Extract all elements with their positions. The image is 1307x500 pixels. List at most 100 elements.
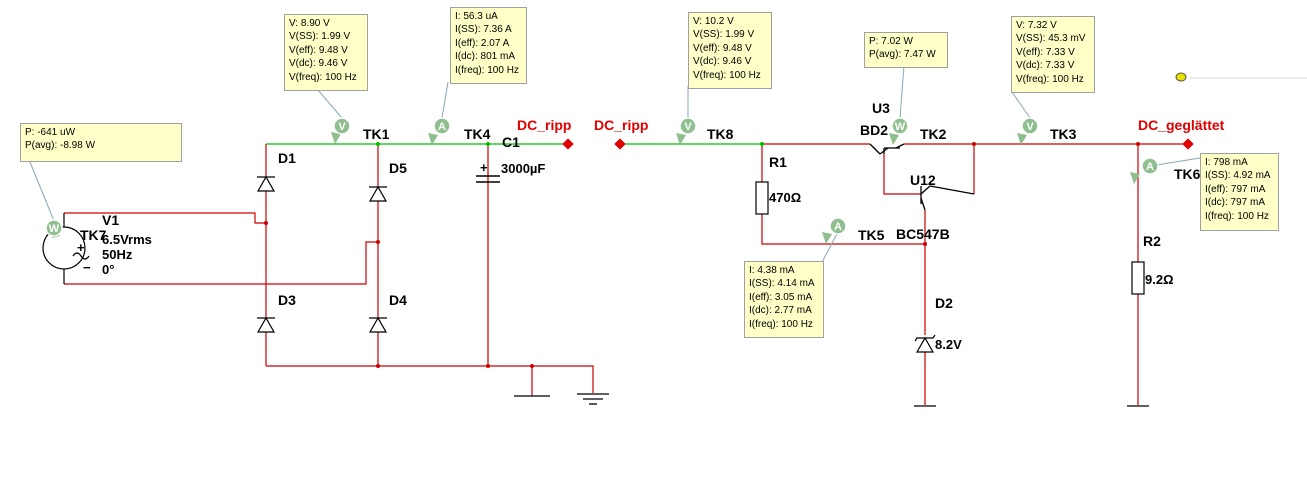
label-u3: U3 xyxy=(872,100,890,116)
probe-leaders xyxy=(29,65,1201,263)
probe-readout-tk7: P: -641 uW P(avg): -8.98 W xyxy=(20,123,182,162)
probe-line: I: 56.3 uA xyxy=(455,11,498,22)
resistor-r2-icon[interactable] xyxy=(1131,261,1145,295)
probe-line: P: -641 uW xyxy=(25,127,76,138)
probe-line: V(eff): 9.48 V xyxy=(289,44,348,56)
probe-line: I(freq): 100 Hz xyxy=(1205,210,1269,222)
probe-readout-u3: P: 7.02 W P(avg): 7.47 W xyxy=(864,32,948,68)
probe-line: I(SS): 4.92 mA xyxy=(1205,170,1271,182)
diode-d1-icon[interactable] xyxy=(256,175,276,192)
label-tk1: TK1 xyxy=(363,126,390,142)
svg-text:A: A xyxy=(834,221,842,233)
probe-line: I: 798 mA xyxy=(1205,157,1248,168)
probe-line: I(freq): 100 Hz xyxy=(455,64,519,76)
probe-line: V(dc): 7.33 V xyxy=(1016,60,1075,72)
svg-text:V: V xyxy=(338,121,346,133)
label-r1-value: 470Ω xyxy=(769,190,801,205)
probe-line: I(SS): 7.36 A xyxy=(455,24,512,36)
probe-readout-tk1: V: 8.90 V V(SS): 1.99 V V(eff): 9.48 V V… xyxy=(284,14,368,91)
label-bd2: BD2 xyxy=(860,122,888,138)
label-r1: R1 xyxy=(769,154,787,170)
probe-line: P: 7.02 W xyxy=(869,36,913,47)
net-label-dc-geglaettet: DC_geglättet xyxy=(1138,117,1225,133)
probe-a-tk5-icon[interactable]: A xyxy=(829,217,847,235)
svg-text:W: W xyxy=(49,223,60,235)
v1-plus-sign: + xyxy=(77,240,85,255)
label-tk4: TK4 xyxy=(464,126,491,142)
label-tk7: TK7 xyxy=(80,227,107,243)
label-d2-value: 8.2V xyxy=(935,337,962,352)
label-v1-phase: 0° xyxy=(102,262,114,277)
label-tk3: TK3 xyxy=(1050,126,1077,142)
probe-line: V(eff): 9.48 V xyxy=(693,42,752,54)
rectifier-wires xyxy=(64,143,594,396)
label-d1: D1 xyxy=(278,150,296,166)
label-d3: D3 xyxy=(278,292,296,308)
probe-w-u3-icon[interactable]: W xyxy=(891,117,909,135)
svg-text:A: A xyxy=(438,121,446,133)
diode-d5-icon[interactable] xyxy=(368,185,388,202)
junction-dots-right xyxy=(760,142,1140,246)
probe-line: V(SS): 45.3 mV xyxy=(1016,33,1086,45)
svg-text:V: V xyxy=(684,121,692,133)
probe-v-tk3-icon[interactable]: V xyxy=(1021,117,1039,135)
diode-d4-icon[interactable] xyxy=(368,316,388,333)
label-c1: C1 xyxy=(502,134,520,150)
label-v1-freq: 50Hz xyxy=(102,247,133,262)
probe-line: I(eff): 2.07 A xyxy=(455,37,510,49)
probe-line: P(avg): 7.47 W xyxy=(869,49,936,61)
probe-v-tk1-icon[interactable]: V xyxy=(333,117,351,135)
label-tk8: TK8 xyxy=(707,126,734,142)
probe-line: V(dc): 9.46 V xyxy=(693,56,752,68)
capacitor-c1-icon[interactable] xyxy=(476,175,500,183)
probe-line: I(SS): 4.14 mA xyxy=(749,278,815,290)
probe-line: I(eff): 3.05 mA xyxy=(749,291,813,303)
label-d2: D2 xyxy=(935,295,953,311)
probe-a-tk4-icon[interactable]: A xyxy=(433,117,451,135)
probe-line: V(freq): 100 Hz xyxy=(693,69,761,81)
diode-d3-icon[interactable] xyxy=(256,316,276,333)
label-u12: U12 xyxy=(910,172,936,188)
svg-text:V: V xyxy=(1026,121,1034,133)
probe-w-tk7-icon[interactable]: W xyxy=(45,219,63,237)
probe-line: V(eff): 7.33 V xyxy=(1016,46,1075,58)
transistor-bd2-icon[interactable] xyxy=(869,143,905,155)
probe-line: V: 8.90 V xyxy=(289,18,330,29)
probe-line: V(dc): 9.46 V xyxy=(289,58,348,70)
label-r2-value: 9.2Ω xyxy=(1145,272,1174,287)
zener-d2-icon[interactable] xyxy=(914,334,936,353)
label-v1-vrms: 6.5Vrms xyxy=(102,232,152,247)
net-label-dc-ripp-right: DC_ripp xyxy=(594,117,648,133)
probe-v-tk8-icon[interactable]: V xyxy=(679,117,697,135)
net-terminal-dots[interactable] xyxy=(562,138,1194,150)
label-d5: D5 xyxy=(389,160,407,176)
probe-readout-tk4: I: 56.3 uA I(SS): 7.36 A I(eff): 2.07 A … xyxy=(450,7,527,84)
bulb-icon[interactable] xyxy=(1175,72,1187,82)
label-v1: V1 xyxy=(102,212,119,228)
junction-dots xyxy=(264,142,534,368)
label-tk5: TK5 xyxy=(858,227,885,243)
probe-readout-tk5: I: 4.38 mA I(SS): 4.14 mA I(eff): 3.05 m… xyxy=(744,261,824,338)
probe-line: V: 7.32 V xyxy=(1016,20,1057,31)
svg-text:W: W xyxy=(895,121,906,133)
probe-line: I(eff): 797 mA xyxy=(1205,183,1266,195)
probe-line: I(dc): 2.77 mA xyxy=(749,305,812,317)
transistor-bc547b-icon[interactable] xyxy=(920,185,975,211)
probe-line: V(freq): 100 Hz xyxy=(289,71,357,83)
probe-line: I(freq): 100 Hz xyxy=(749,318,813,330)
probe-line: P(avg): -8.98 W xyxy=(25,140,96,152)
net-label-dc-ripp-left: DC_ripp xyxy=(517,117,571,133)
probe-arrows xyxy=(52,132,1140,244)
probe-line: V: 10.2 V xyxy=(693,16,734,27)
probe-a-tk6-icon[interactable]: A xyxy=(1141,157,1159,175)
c1-plus-sign: + xyxy=(480,160,488,175)
resistor-r1-icon[interactable] xyxy=(755,181,769,215)
probe-readout-tk8: V: 10.2 V V(SS): 1.99 V V(eff): 9.48 V V… xyxy=(688,12,772,89)
label-bc547b: BC547B xyxy=(896,226,950,242)
label-c1-value: 3000µF xyxy=(501,161,545,176)
label-r2: R2 xyxy=(1143,233,1161,249)
probe-line: V(freq): 100 Hz xyxy=(1016,73,1084,85)
probe-line: I(dc): 801 mA xyxy=(455,51,516,63)
svg-text:A: A xyxy=(1146,161,1154,173)
